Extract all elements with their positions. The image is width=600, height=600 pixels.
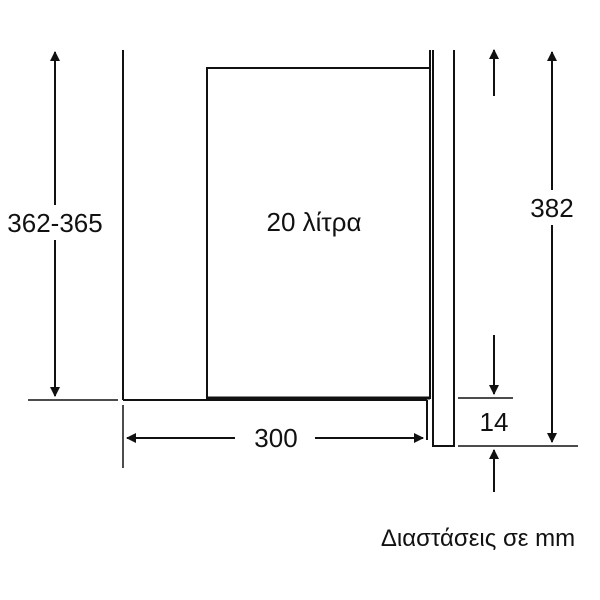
label-height-right: 382 (530, 193, 573, 223)
label-cavity-volume: 20 λίτρα (266, 207, 361, 237)
door-panel (432, 50, 455, 447)
label-gap-bottom: 14 (480, 407, 509, 437)
label-height-left: 362-365 (7, 208, 102, 238)
extension-lines (28, 397, 578, 468)
label-width-bottom: 300 (254, 423, 297, 453)
appliance (206, 50, 455, 447)
cabinet-outline (122, 50, 428, 440)
dimension-arrows (50, 49, 557, 492)
caption-units: Διαστάσεις σε mm (381, 525, 575, 552)
